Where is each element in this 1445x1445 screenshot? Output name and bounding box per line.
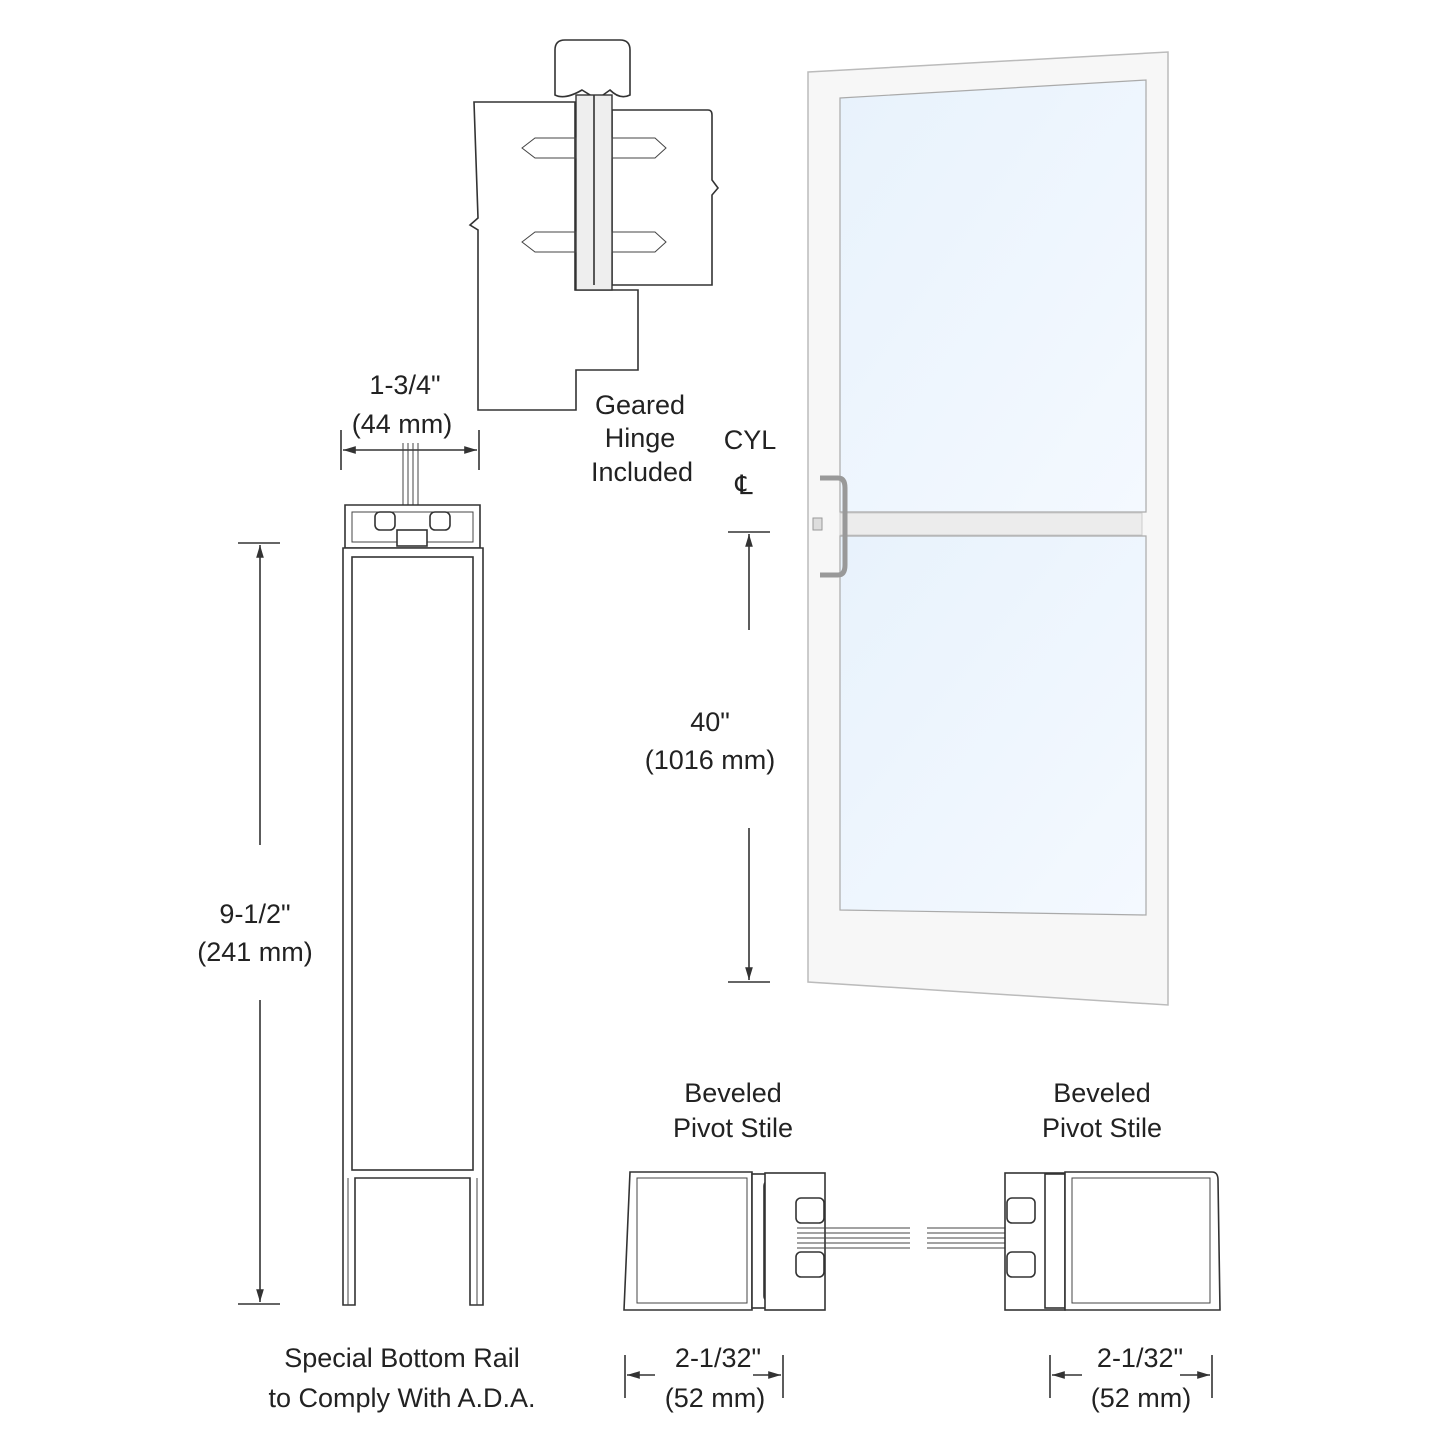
bottom-rail-dimension-arrow <box>238 542 280 1305</box>
stile-right-section <box>927 1171 1221 1311</box>
door-dimension-imperial: 40" <box>690 707 730 737</box>
door-lower-glass <box>839 535 1147 916</box>
stile-right-title-line-1: Beveled <box>1053 1078 1151 1108</box>
cylinder-label: CYL <box>724 425 777 455</box>
hinge-left-leaf <box>468 101 639 411</box>
hinge-caption-line-3: Included <box>591 457 693 487</box>
bottom-rail-caption-line-2: to Comply With A.D.A. <box>268 1383 535 1413</box>
door-elevation <box>807 51 1169 1006</box>
hinge-caption-line-2: Hinge <box>605 423 676 453</box>
bottom-rail-section <box>342 504 484 1306</box>
top-dimension-metric: (44 mm) <box>352 409 453 439</box>
hinge-caption-line-1: Geared <box>595 390 685 420</box>
top-dimension-imperial: 1-3/4" <box>369 370 440 400</box>
stile-left-title-line-2: Pivot Stile <box>673 1113 793 1143</box>
stile-left-title-line-1: Beveled <box>684 1078 782 1108</box>
stile-right-dimension-imperial: 2-1/32" <box>1097 1343 1183 1373</box>
stile-left-dimension-imperial: 2-1/32" <box>675 1343 761 1373</box>
bottom-rail-dimension-imperial: 9-1/2" <box>219 899 290 929</box>
geared-hinge-detail <box>468 39 720 411</box>
stile-left-dimension-metric: (52 mm) <box>665 1383 766 1413</box>
hinge-screws <box>521 137 667 253</box>
stile-right-title-line-2: Pivot Stile <box>1042 1113 1162 1143</box>
door-lock-cylinder <box>812 517 823 531</box>
bottom-rail-dimension-metric: (241 mm) <box>197 937 313 967</box>
stile-right-dimension-arrow <box>1049 1355 1213 1398</box>
hinge-right-leaf <box>611 109 720 286</box>
door-dimension-arrow <box>728 531 770 983</box>
door-mid-rail <box>839 512 1143 536</box>
door-dimension-metric: (1016 mm) <box>645 745 776 775</box>
bottom-rail-caption-line-1: Special Bottom Rail <box>284 1343 520 1373</box>
stile-right-dimension-metric: (52 mm) <box>1091 1383 1192 1413</box>
cylinder-centerline-symbol: ℄ <box>734 470 753 500</box>
door-pull-handle <box>820 475 848 578</box>
top-dimension-arrow <box>340 430 480 545</box>
door-upper-glass <box>839 79 1147 513</box>
stile-left-dimension-arrow <box>624 1355 784 1398</box>
stile-left-section <box>623 1171 910 1311</box>
